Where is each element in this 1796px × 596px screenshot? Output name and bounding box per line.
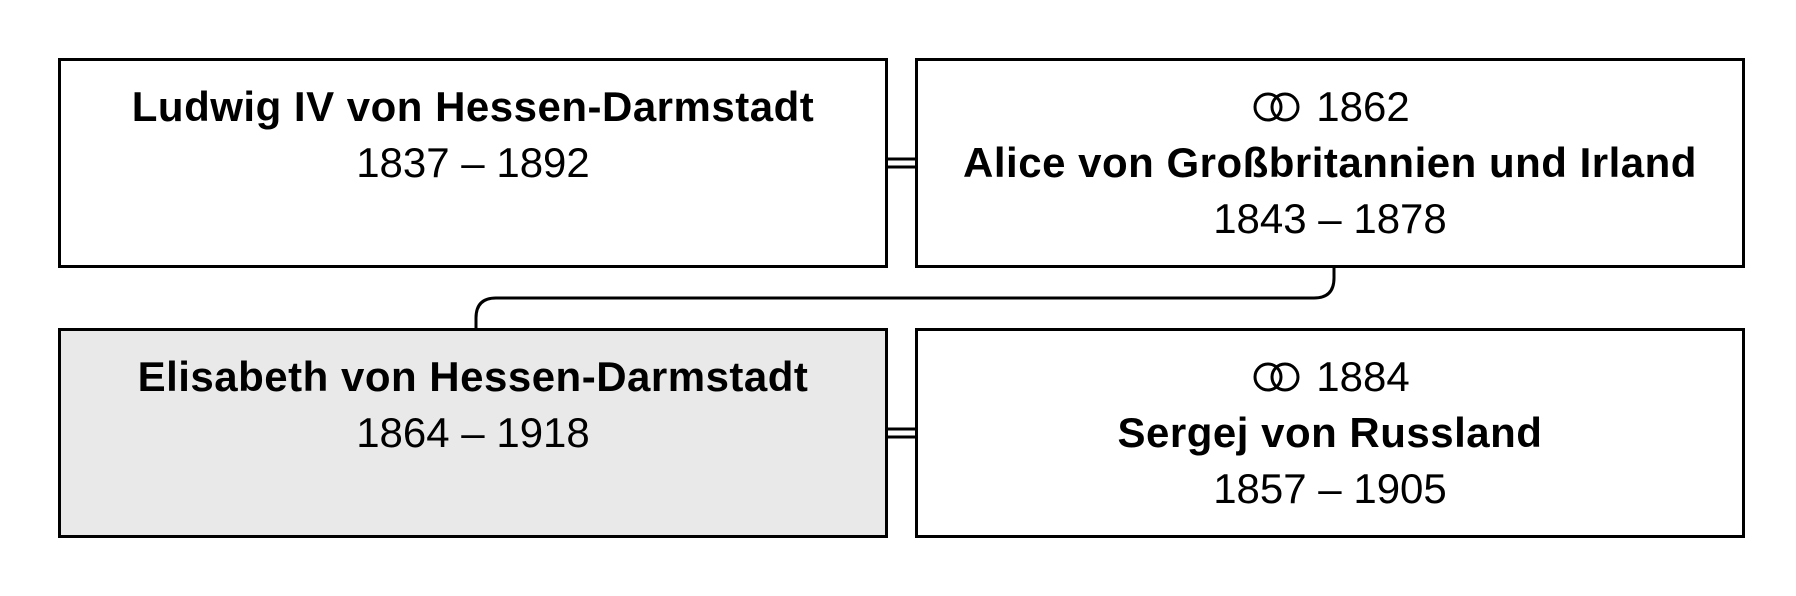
- person-name: Ludwig IV von Hessen-Darmstadt: [131, 83, 815, 130]
- person-dates: 1837 – 1892: [356, 139, 590, 186]
- marriage-info: 1862: [1250, 79, 1410, 135]
- marriage-link-elisabeth-sergej: [888, 427, 915, 439]
- person-card-elisabeth[interactable]: Elisabeth von Hessen-Darmstadt 1864 – 19…: [58, 328, 888, 538]
- person-card-ludwig[interactable]: Ludwig IV von Hessen-Darmstadt 1837 – 18…: [58, 58, 888, 268]
- person-dates: 1843 – 1878: [1213, 195, 1447, 242]
- marriage-info: 1884: [1250, 349, 1410, 405]
- person-card-sergej[interactable]: 1884 Sergej von Russland 1857 – 1905: [915, 328, 1745, 538]
- marriage-year: 1884: [1316, 353, 1410, 400]
- person-name: Sergej von Russland: [1117, 409, 1543, 456]
- marriage-year: 1862: [1316, 83, 1410, 130]
- person-dates: 1864 – 1918: [356, 409, 590, 456]
- person-name: Alice von Großbritannien und Irland: [963, 139, 1697, 186]
- marriage-link-ludwig-alice: [888, 157, 915, 169]
- wedding-rings-icon: [1253, 92, 1300, 122]
- person-dates: 1857 – 1905: [1213, 465, 1447, 512]
- wedding-rings-icon: [1253, 362, 1300, 392]
- descent-line: [474, 268, 1336, 328]
- person-name: Elisabeth von Hessen-Darmstadt: [137, 353, 809, 400]
- person-card-alice[interactable]: 1862 Alice von Großbritannien und Irland…: [915, 58, 1745, 268]
